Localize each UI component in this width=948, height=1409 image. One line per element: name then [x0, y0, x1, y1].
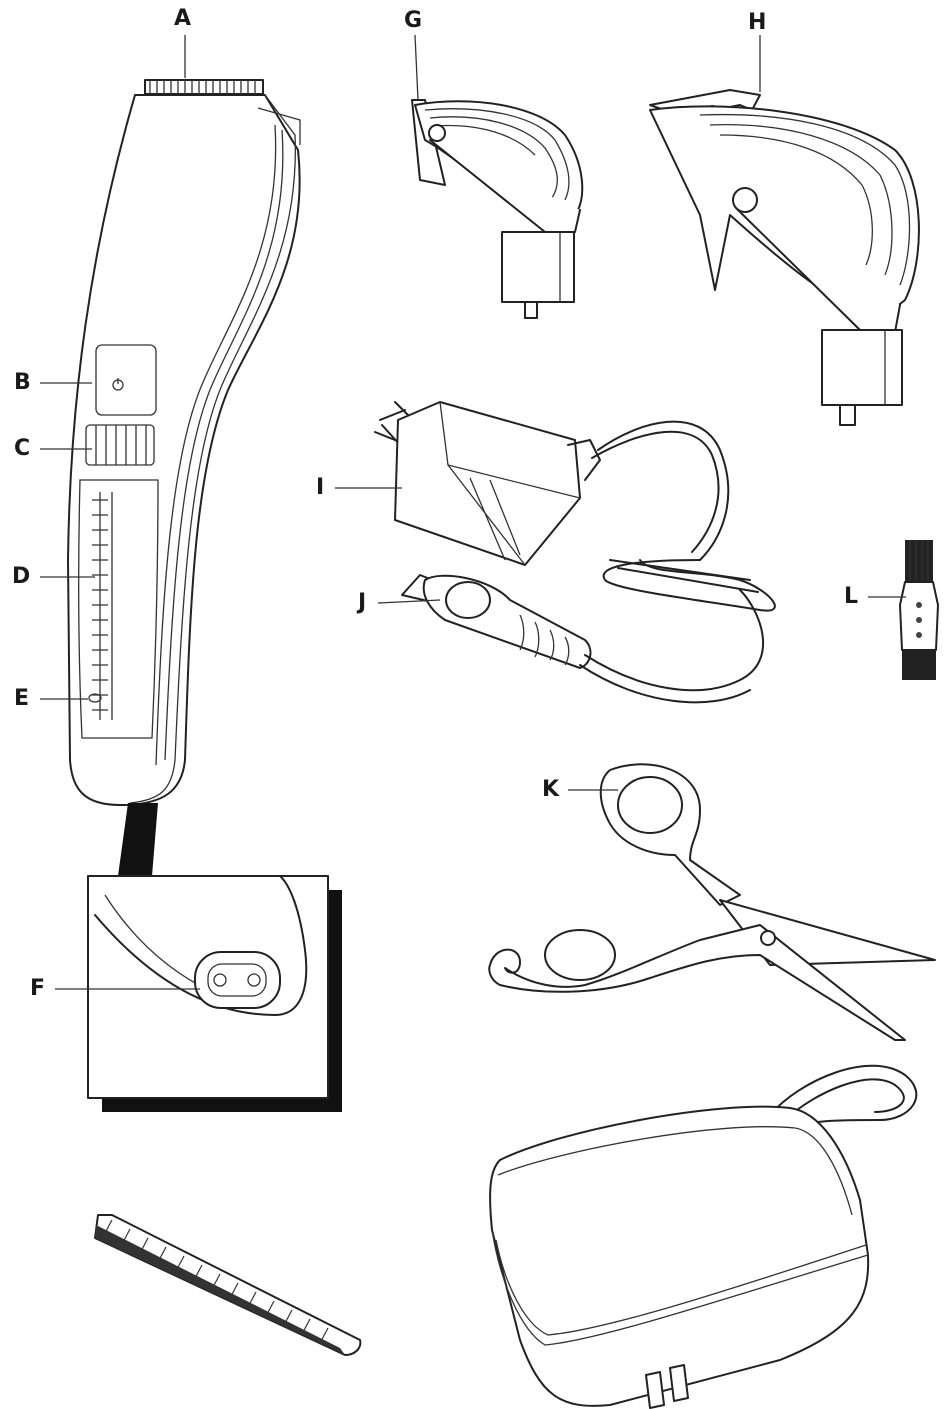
power-button [95, 344, 157, 416]
comb [94, 1214, 362, 1356]
length-dial [85, 424, 155, 466]
label-e: E [14, 686, 30, 711]
label-a: A [174, 6, 192, 31]
label-g: G [404, 8, 423, 33]
large-comb-attachment [649, 89, 920, 426]
label-h: H [748, 10, 767, 35]
label-l: L [844, 584, 859, 609]
storage-pouch [489, 1064, 918, 1409]
hair-clipper [67, 79, 301, 806]
cutting-blade [144, 79, 264, 95]
charging-plug [401, 574, 765, 704]
label-c: C [14, 436, 31, 461]
length-scale [92, 492, 113, 720]
charging-socket-callout [87, 803, 342, 1112]
cleaning-brush [899, 540, 939, 680]
scissors [488, 763, 936, 1041]
label-j: J [358, 590, 367, 615]
battery-indicator [88, 693, 102, 703]
small-comb-attachment [411, 99, 584, 319]
label-k: K [542, 777, 560, 802]
label-f: F [30, 976, 46, 1001]
power-adapter [374, 401, 776, 612]
label-b: B [14, 370, 31, 395]
leader-lines [40, 34, 906, 990]
label-i: I [316, 475, 325, 500]
label-d: D [12, 564, 31, 589]
